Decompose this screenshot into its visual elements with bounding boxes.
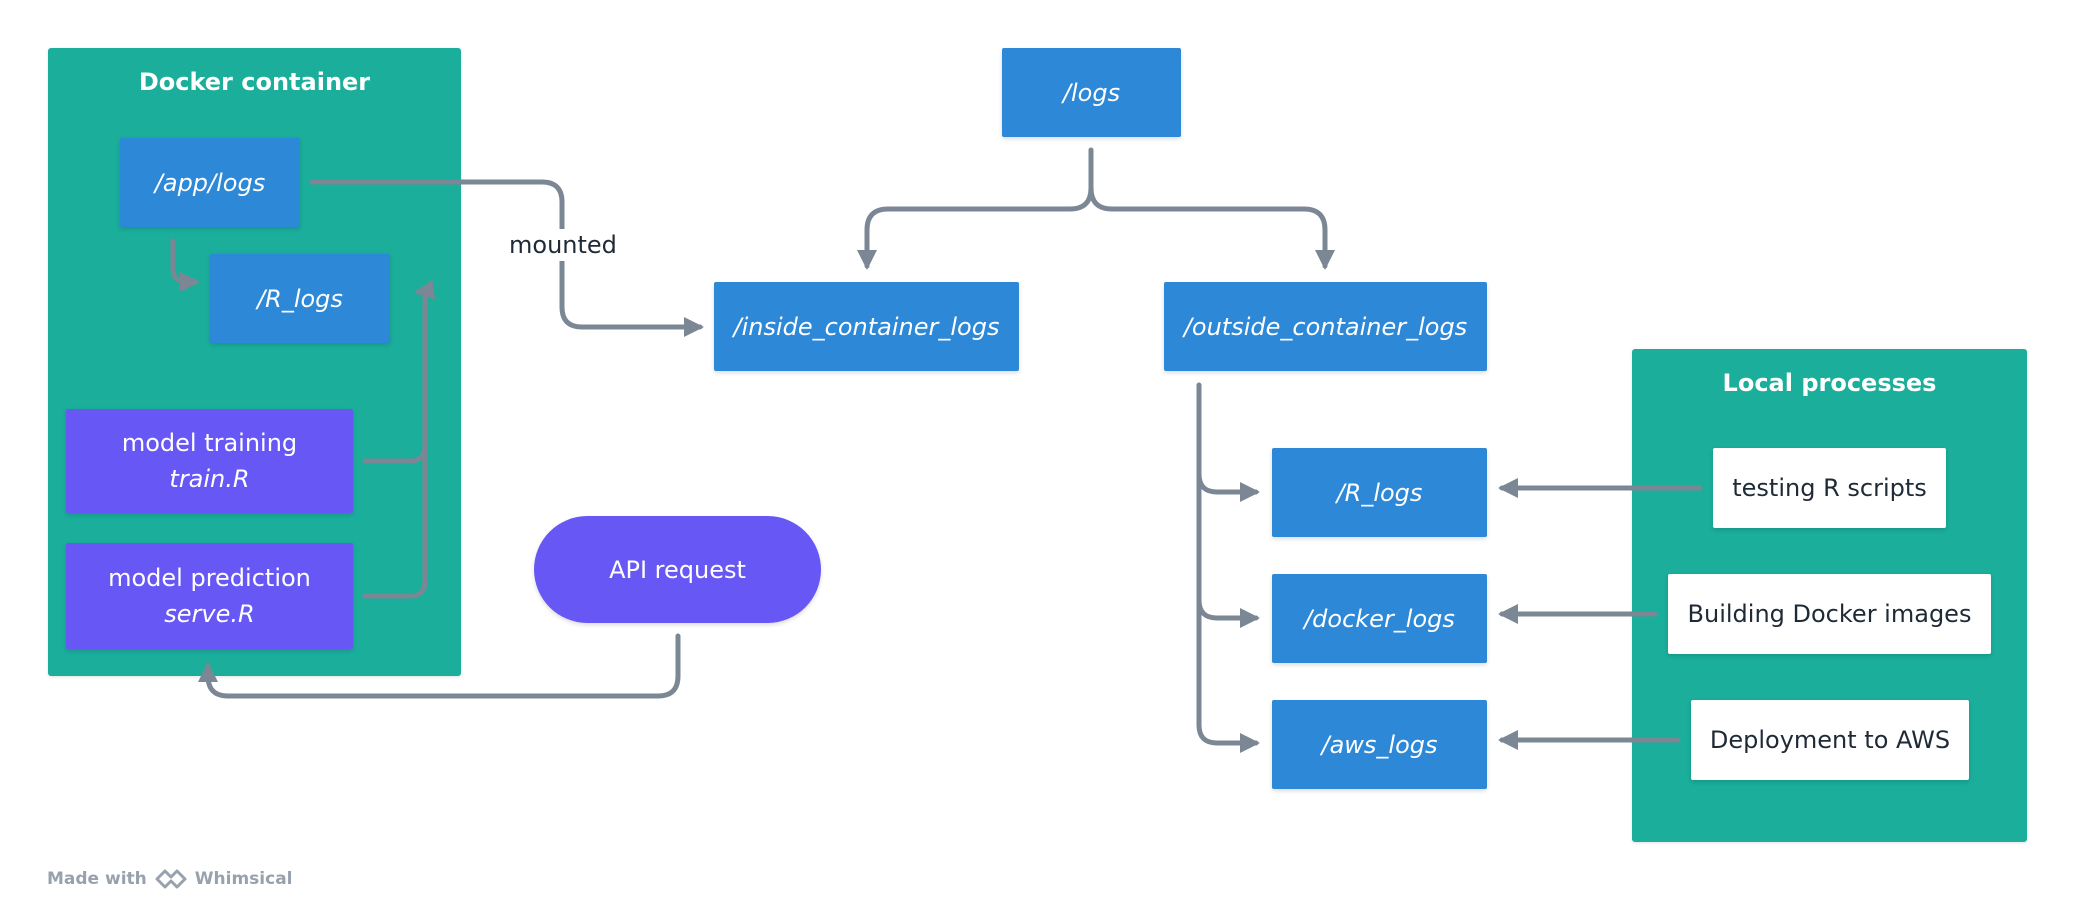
- api-request-node[interactable]: API request: [534, 516, 821, 623]
- model-training-title: model training: [121, 429, 298, 457]
- inside-container-logs-node[interactable]: /inside_container_logs: [714, 282, 1019, 371]
- edge-logs-to-outside-container-logs: [1088, 185, 1335, 270]
- outside-container-logs-node[interactable]: /outside_container_logs: [1164, 282, 1487, 371]
- edge-model-prediction-to-r-logs: [362, 437, 428, 599]
- r-logs-outside-node[interactable]: /R_logs: [1272, 448, 1487, 537]
- app-logs-node[interactable]: /app/logs: [120, 138, 300, 227]
- model-prediction-title: model prediction: [108, 564, 311, 592]
- edge-outside-container-logs-trunk: [1196, 382, 1260, 753]
- edge-outside-to-docker-logs: [1196, 597, 1260, 628]
- docker-logs-node[interactable]: /docker_logs: [1272, 574, 1487, 663]
- edge-app-logs-to-r-logs: [170, 238, 200, 292]
- aws-logs-node[interactable]: /aws_logs: [1272, 700, 1487, 789]
- model-prediction-script: serve.R: [164, 600, 255, 628]
- whimsical-logo-icon: [155, 869, 187, 889]
- mounted-label: mounted: [503, 229, 623, 261]
- r-logs-inside-node[interactable]: /R_logs: [210, 254, 390, 343]
- testing-r-scripts-node[interactable]: testing R scripts: [1713, 448, 1946, 528]
- edge-api-request-to-model-prediction: [198, 633, 681, 699]
- building-docker-images-node[interactable]: Building Docker images: [1668, 574, 1991, 654]
- docker-container-title: Docker container: [138, 68, 371, 96]
- model-training-node[interactable]: model training train.R: [66, 409, 353, 513]
- made-with-text: Made with: [47, 869, 147, 889]
- deployment-to-aws-node[interactable]: Deployment to AWS: [1691, 700, 1969, 780]
- edge-logs-to-inside-container-logs: [857, 147, 1094, 270]
- local-processes-title: Local processes: [1722, 369, 1937, 397]
- edge-outside-to-r-logs: [1196, 471, 1260, 502]
- model-prediction-node[interactable]: model prediction serve.R: [66, 543, 353, 649]
- made-with-whimsical-watermark[interactable]: Made with Whimsical: [47, 868, 293, 890]
- model-training-script: train.R: [169, 465, 250, 493]
- logs-node[interactable]: /logs: [1002, 48, 1181, 137]
- whimsical-brand-text: Whimsical: [194, 869, 293, 889]
